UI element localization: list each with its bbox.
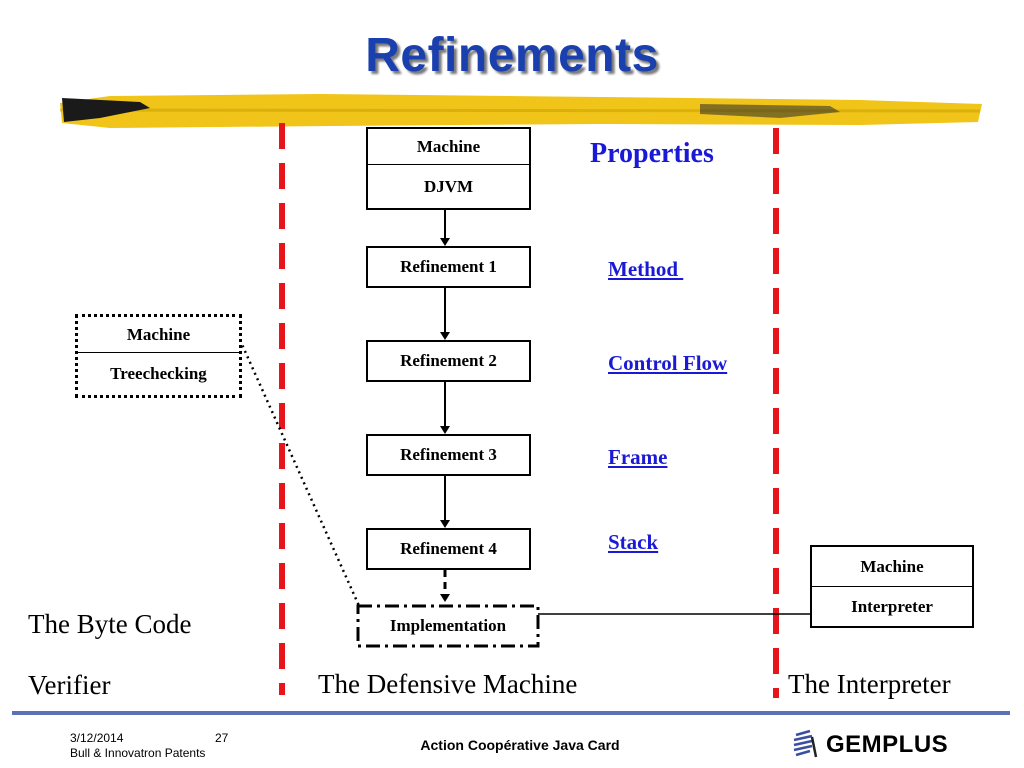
djvm-label: DJVM bbox=[423, 176, 474, 196]
implementation-box: Implementation bbox=[360, 608, 536, 644]
gemplus-logo-icon bbox=[793, 729, 818, 758]
implementation-label: Implementation bbox=[389, 616, 507, 635]
interpreter-machine-label: Machine bbox=[812, 547, 972, 587]
footer-title: Action Coopérative Java Card bbox=[420, 737, 620, 753]
refinement-4-label: Refinement 4 bbox=[400, 539, 497, 558]
footer-page-number: 27 bbox=[215, 731, 229, 745]
refinement-2-box: Refinement 2 bbox=[366, 340, 531, 382]
djvm-machine-box: Machine DJVM bbox=[366, 127, 531, 210]
refinement-3-label: Refinement 3 bbox=[400, 445, 497, 464]
title-underline-highlight bbox=[59, 94, 982, 128]
property-link-method[interactable]: Method bbox=[608, 257, 684, 281]
flow-arrows bbox=[440, 210, 450, 602]
refinement-4-box: Refinement 4 bbox=[366, 528, 531, 570]
verifier-connector bbox=[238, 339, 362, 609]
property-link-frame[interactable]: Frame bbox=[608, 445, 668, 469]
verifier-caption-line1: The Byte Code bbox=[28, 609, 192, 639]
verifier-caption-line2: Verifier bbox=[28, 670, 111, 700]
refinement-3-box: Refinement 3 bbox=[366, 434, 531, 476]
interpreter-label: Interpreter bbox=[851, 596, 933, 616]
footer-company: Bull & Innovatron Patents bbox=[70, 746, 206, 760]
refinement-2-label: Refinement 2 bbox=[400, 351, 497, 370]
refinement-1-box: Refinement 1 bbox=[366, 246, 531, 288]
slide-title: Refinements bbox=[365, 29, 659, 82]
refinement-1-label: Refinement 1 bbox=[400, 257, 497, 276]
implementation-border bbox=[356, 604, 540, 648]
gemplus-logo-text: GEMPLUS bbox=[826, 731, 949, 758]
treechecking-label: Treechecking bbox=[110, 364, 207, 383]
treechecking-machine-label: Machine bbox=[78, 317, 239, 353]
footer-date: 3/12/2014 bbox=[70, 731, 124, 745]
properties-heading: Properties bbox=[590, 138, 714, 169]
interpreter-caption: The Interpreter bbox=[788, 669, 951, 699]
treechecking-machine-box: Machine Treechecking bbox=[75, 314, 242, 398]
interpreter-machine-box: Machine Interpreter bbox=[810, 545, 974, 628]
djvm-machine-label: Machine bbox=[368, 129, 529, 165]
property-link-control-flow[interactable]: Control Flow bbox=[608, 351, 728, 375]
defensive-machine-caption: The Defensive Machine bbox=[318, 669, 578, 699]
property-link-stack[interactable]: Stack bbox=[608, 530, 659, 554]
gemplus-logo: GEMPLUS bbox=[790, 728, 948, 762]
